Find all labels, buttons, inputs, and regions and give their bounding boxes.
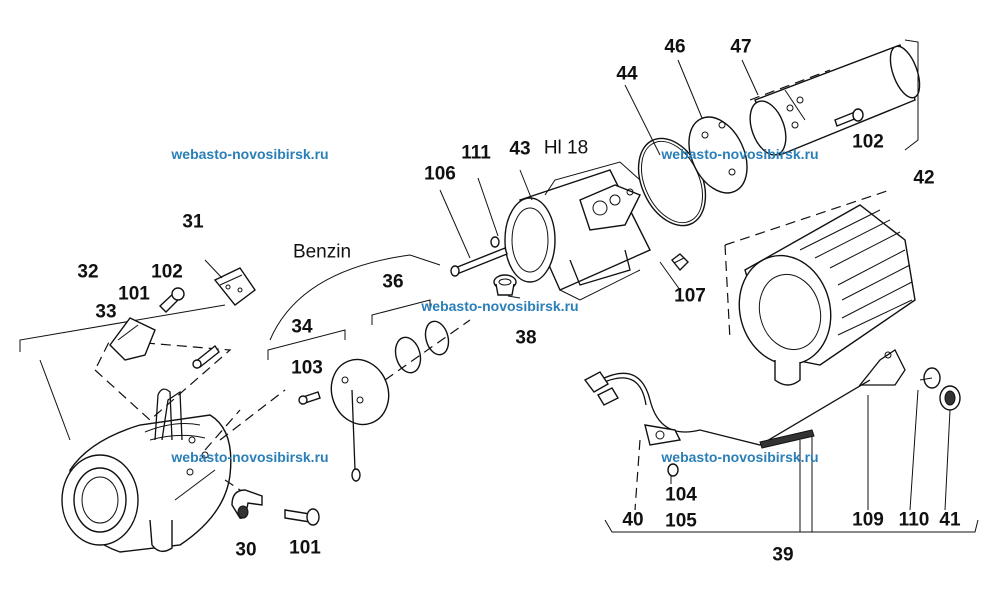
part-number-101-lower: 101 (289, 537, 321, 559)
explode-line (94, 339, 232, 421)
watermark-text: webasto-novosibirsk.ru (171, 146, 329, 162)
leader-47 (741, 59, 759, 96)
bracket-32 (19, 304, 226, 352)
part-number-109: 109 (852, 509, 884, 531)
blower-housing-drawing (61, 388, 232, 553)
watermark-text: webasto-novosibirsk.ru (661, 146, 819, 162)
leader-46 (677, 59, 703, 119)
screw-102-right (834, 108, 864, 127)
fuel-type-label: Benzin (292, 241, 352, 263)
part-number-30: 30 (235, 539, 257, 561)
part-number-33: 33 (95, 301, 117, 323)
part-number-107: 107 (674, 285, 706, 307)
leader-41 (944, 409, 951, 511)
part-31-drawing (204, 259, 256, 306)
part-36-drawing (371, 299, 471, 381)
part-43-drawing (504, 161, 651, 301)
watermark-text: webasto-novosibirsk.ru (171, 449, 329, 465)
cable-39-drawing (583, 349, 906, 511)
part-number-110: 110 (898, 509, 930, 531)
part-33-drawing (109, 317, 156, 361)
part-110-drawing (919, 367, 941, 389)
part-number-40: 40 (622, 509, 644, 531)
flange-46-drawing (688, 116, 748, 194)
leader-111 (477, 177, 499, 237)
part-number-36: 36 (382, 271, 404, 293)
screw-101-upper (158, 287, 185, 313)
screw-104 (667, 463, 679, 484)
leader-43 (519, 169, 533, 201)
part-number-106: 106 (424, 163, 456, 185)
part-34-drawing (267, 329, 390, 482)
model-label: Hl 18 (543, 137, 589, 159)
part-47-drawing (749, 44, 921, 156)
leader-110 (909, 389, 919, 511)
part-number-39: 39 (772, 544, 794, 566)
part-number-43: 43 (509, 138, 531, 160)
explode-line (204, 409, 241, 451)
watermark-text: webasto-novosibirsk.ru (661, 449, 819, 465)
part-number-111: 111 (461, 142, 491, 164)
leader-107 (659, 261, 681, 291)
bracket-39 (604, 519, 979, 533)
part-number-102: 102 (151, 261, 183, 283)
screw-103 (298, 391, 321, 405)
part-number-44: 44 (616, 63, 638, 85)
leader-32 (39, 359, 71, 441)
part-42-drawing (724, 189, 916, 386)
part-number-31: 31 (182, 211, 204, 233)
part-number-32: 32 (77, 261, 99, 283)
part-41-drawing (939, 385, 961, 411)
bracket-47 (904, 39, 919, 151)
part-number-103: 103 (291, 357, 323, 379)
screw-106 (450, 247, 508, 277)
explode-line (219, 389, 286, 441)
screw-101-lower (284, 508, 320, 526)
washer-111 (490, 236, 500, 248)
leader-106 (439, 189, 471, 259)
bracket-benzin (269, 254, 441, 341)
part-number-42: 42 (913, 167, 935, 189)
part-38-drawing (493, 274, 517, 296)
part-number-41: 41 (939, 509, 961, 531)
part-number-34: 34 (291, 316, 313, 338)
part-number-104: 104 (665, 484, 697, 506)
screw-102-left (192, 344, 220, 369)
leader-38 (507, 295, 521, 299)
part-number-46: 46 (664, 36, 686, 58)
part-number-38: 38 (515, 327, 537, 349)
part-number-105: 105 (665, 510, 697, 532)
part-30-drawing (231, 489, 263, 519)
leader-44 (624, 84, 661, 156)
part-107-drawing (671, 253, 689, 272)
watermark-text: webasto-novosibirsk.ru (421, 298, 579, 314)
part-number-101: 101 (118, 283, 150, 305)
part-number-47: 47 (730, 36, 752, 58)
part-number-102-right: 102 (852, 131, 884, 153)
